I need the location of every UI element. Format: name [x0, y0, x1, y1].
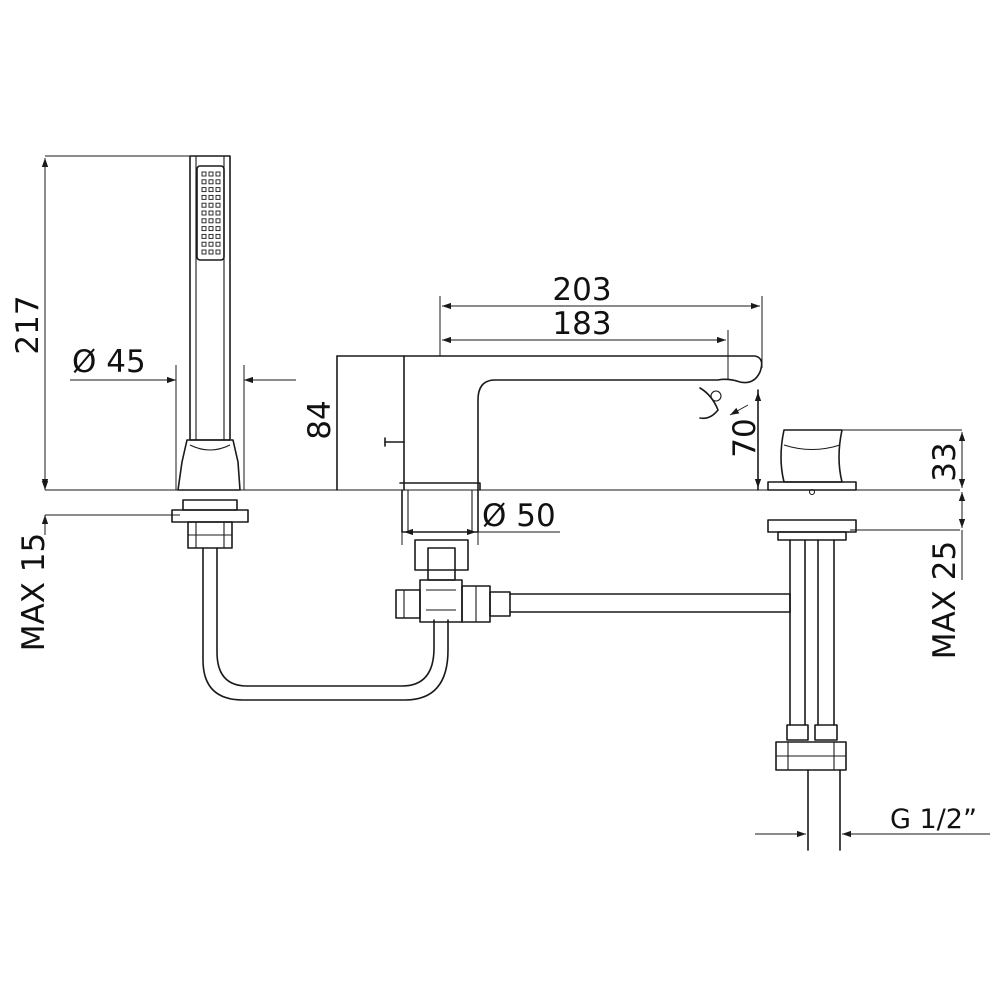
label-max-15: MAX 15: [16, 533, 52, 652]
dimension-max-25: MAX 25: [927, 492, 966, 660]
spray-nozzle: [215, 218, 221, 224]
label-diameter-45: Ø 45: [72, 344, 146, 380]
label-diameter-50: Ø 50: [482, 498, 556, 534]
spray-nozzle: [201, 249, 207, 255]
label-max-25: MAX 25: [927, 541, 963, 660]
dimension-diameter-45: Ø 45: [70, 344, 296, 490]
label-183: 183: [552, 306, 611, 342]
spray-nozzle: [201, 171, 207, 177]
spray-nozzle: [201, 202, 207, 208]
spray-nozzle: [201, 233, 207, 239]
spray-nozzle: [201, 179, 207, 185]
spray-nozzle: [201, 241, 207, 247]
shower-hose: [202, 547, 449, 701]
spray-nozzle: [208, 194, 214, 200]
label-217: 217: [10, 295, 46, 354]
connecting-pipe: [509, 593, 791, 613]
spray-nozzle: [201, 194, 207, 200]
spray-nozzle: [208, 210, 214, 216]
diverter-handle: [767, 429, 857, 851]
spray-nozzle: [215, 249, 221, 255]
dimension-33: 33: [842, 429, 966, 488]
dimension-diameter-50: Ø 50: [401, 498, 560, 545]
spray-nozzle: [208, 218, 214, 224]
spray-nozzle: [201, 218, 207, 224]
label-thread: G 1/2”: [890, 804, 977, 835]
dimension-84: 84: [302, 356, 338, 490]
spray-nozzle: [215, 171, 221, 177]
spray-nozzle: [208, 171, 214, 177]
spray-nozzle: [208, 202, 214, 208]
spray-nozzles: [201, 171, 221, 255]
spout-valve: [395, 539, 511, 623]
spray-nozzle: [208, 249, 214, 255]
spray-nozzle: [201, 187, 207, 193]
spray-nozzle: [208, 241, 214, 247]
dimension-max-15: MAX 15: [16, 470, 52, 651]
spray-nozzle: [201, 226, 207, 232]
dimension-183: 183: [442, 306, 729, 380]
label-33: 33: [927, 442, 963, 481]
label-70: 70: [727, 418, 763, 457]
spray-nozzle: [215, 187, 221, 193]
spray-nozzle: [208, 179, 214, 185]
label-84: 84: [302, 400, 338, 439]
dimension-thread: G 1/2”: [755, 804, 990, 838]
label-203: 203: [552, 272, 611, 308]
spray-nozzle: [208, 226, 214, 232]
hand-shower: [171, 155, 249, 549]
spray-nozzle: [215, 202, 221, 208]
spray-nozzle: [215, 179, 221, 185]
spray-nozzle: [215, 210, 221, 216]
spray-nozzle: [208, 233, 214, 239]
spray-nozzle: [201, 210, 207, 216]
spray-nozzle: [215, 233, 221, 239]
dimension-217: 217: [10, 155, 190, 488]
dimension-70: 70: [727, 392, 763, 488]
spray-nozzle: [208, 187, 214, 193]
spray-nozzle: [215, 241, 221, 247]
dimension-203: 203: [439, 272, 763, 368]
spray-nozzle: [215, 226, 221, 232]
spray-nozzle: [215, 194, 221, 200]
